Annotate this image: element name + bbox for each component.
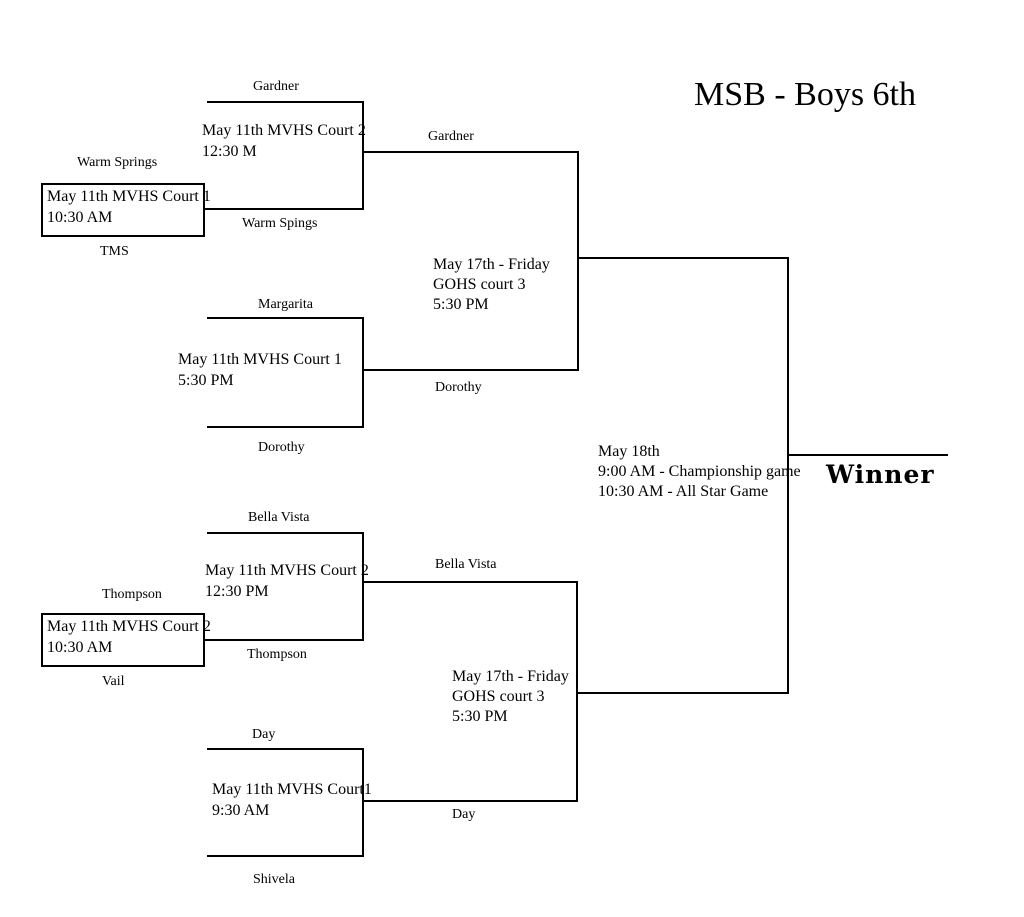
team-label-thompson-advance: Thompson xyxy=(247,647,307,662)
bella-top-line xyxy=(207,532,363,534)
gardner-winner-line xyxy=(362,151,579,153)
playin-top-box xyxy=(41,183,205,237)
bella-right-line xyxy=(362,532,364,641)
team-label-day: Day xyxy=(252,727,276,742)
margarita-bottom-line xyxy=(207,426,363,428)
team-label-gardner: Gardner xyxy=(253,79,299,94)
semifinal-bottom-game-info: May 17th - Friday GOHS court 3 5:30 PM xyxy=(452,668,569,725)
final-game-info: May 18th 9:00 AM - Championship game 10:… xyxy=(598,443,801,500)
team-label-margarita: Margarita xyxy=(258,297,313,312)
day-top-line xyxy=(207,748,363,750)
final-winner-line xyxy=(787,454,948,456)
team-label-vail: Vail xyxy=(102,674,125,689)
day-right-line xyxy=(362,748,364,857)
team-label-gardner-advance: Gardner xyxy=(428,129,474,144)
day-game-info: May 11th MVHS Court1 9:30 AM xyxy=(212,781,372,819)
team-label-tms: TMS xyxy=(100,244,129,259)
gardner-bottom-line xyxy=(205,208,364,210)
day-winner-line xyxy=(362,800,578,802)
gardner-right-line xyxy=(362,101,364,210)
playin-bottom-box xyxy=(41,613,205,667)
margarita-top-line xyxy=(207,317,363,319)
semifinal-top-winner-line xyxy=(577,257,789,259)
team-label-bella-advance: Bella Vista xyxy=(435,557,497,572)
gardner-game-info: May 11th MVHS Court 2 12:30 M xyxy=(202,122,366,160)
bella-bottom-line xyxy=(205,639,364,641)
team-label-dorothy-advance: Dorothy xyxy=(435,380,482,395)
margarita-right-line xyxy=(362,317,364,428)
semifinal-top-game-info: May 17th - Friday GOHS court 3 5:30 PM xyxy=(433,256,550,313)
team-label-dorothy: Dorothy xyxy=(258,440,305,455)
team-label-thompson: Thompson xyxy=(102,587,162,602)
gardner-top-line xyxy=(207,101,363,103)
semifinal-bottom-winner-line xyxy=(576,692,789,694)
team-label-bella-vista: Bella Vista xyxy=(248,510,310,525)
semifinal-bottom-vertical xyxy=(576,581,578,802)
team-label-shivela: Shivela xyxy=(253,872,295,887)
semifinal-top-vertical xyxy=(577,151,579,371)
playin-bottom-game-info: May 11th MVHS Court 2 10:30 AM xyxy=(47,618,211,656)
margarita-game-info: May 11th MVHS Court 1 5:30 PM xyxy=(178,351,342,389)
dorothy-winner-line xyxy=(362,369,579,371)
team-label-warm-spings-advance: Warm Spings xyxy=(242,216,318,231)
playin-top-game-info: May 11th MVHS Court 1 10:30 AM xyxy=(47,188,211,226)
team-label-warm-springs: Warm Springs xyxy=(77,155,158,170)
winner-label: Winner xyxy=(826,460,935,489)
day-bottom-line xyxy=(207,855,363,857)
bella-winner-line xyxy=(362,581,578,583)
bella-game-info: May 11th MVHS Court 2 12:30 PM xyxy=(205,562,369,600)
team-label-day-advance: Day xyxy=(452,807,476,822)
page-title: MSB - Boys 6th xyxy=(694,76,916,113)
final-vertical xyxy=(787,257,789,694)
